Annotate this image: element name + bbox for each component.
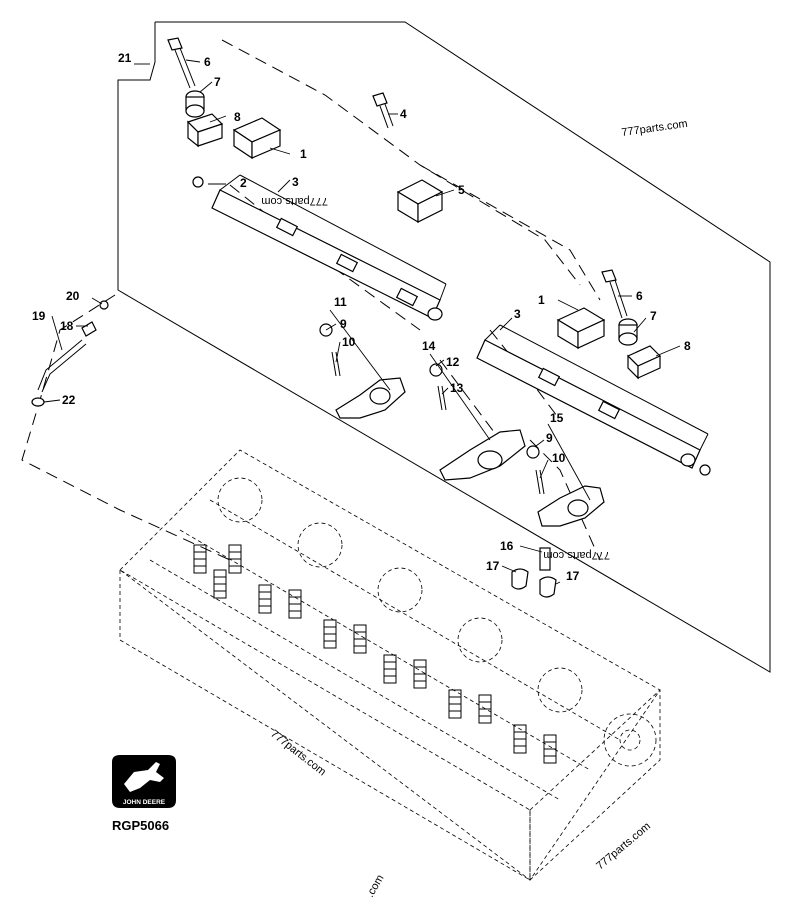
callout-9-lower: 9 [546,431,553,445]
callout-20: 20 [66,289,80,303]
callout-18: 18 [60,319,74,333]
callout-12: 12 [446,355,460,369]
rocker-arm-14 [429,363,526,481]
callout-3-lower: 3 [514,307,521,321]
callout-1-lower: 1 [538,293,545,307]
valve-springs [193,544,557,764]
callout-2: 2 [240,176,247,190]
watermark-5: 777parts.com [594,820,653,872]
oil-tube-assembly [31,300,109,407]
callout-16: 16 [500,539,514,553]
callout-21: 21 [118,51,132,65]
callout-7-upper: 7 [214,75,221,89]
deer-icon [124,762,164,792]
watermark-6: .com [364,873,386,900]
callout-5: 5 [458,183,465,197]
callout-6-lower: 6 [636,289,643,303]
watermark-1: 777parts.com [621,118,689,139]
watermark-3: 777parts.com [543,549,610,561]
push-rod-and-caps [511,547,557,598]
callout-22: 22 [62,393,76,407]
lower-right-hardware [556,269,662,380]
center-hardware [372,92,444,224]
john-deere-logo: JOHN DEERE [112,755,176,808]
callout-19: 19 [32,309,46,323]
callout-1-upper: 1 [300,147,307,161]
callout-8-upper: 8 [234,110,241,124]
callout-7-lower: 7 [650,309,657,323]
callout-11: 11 [334,295,347,309]
rocker-shaft-lower [476,324,711,476]
leader-lines [43,59,681,585]
callout-9-upper: 9 [340,317,347,331]
callout-10-upper: 10 [342,335,356,349]
logo-brand-text: JOHN DEERE [123,799,166,806]
callout-4: 4 [400,107,407,121]
explode-lines [21,39,601,561]
callout-8-lower: 8 [684,339,691,353]
callout-6-upper: 6 [204,55,211,69]
watermark-2: 777parts.com [261,195,328,207]
rocker-arm-15 [526,445,605,527]
upper-left-hardware [167,37,282,188]
callout-14: 14 [422,339,436,353]
callout-10-lower: 10 [552,451,566,465]
reference-code: RGP5066 [112,818,169,833]
watermark-4: 777parts.com [268,728,328,778]
rocker-shaft-upper [211,174,447,321]
callout-3-upper: 3 [292,175,299,189]
assembly-boundary [117,21,771,673]
callout-17-left: 17 [486,559,500,573]
callout-numbers: 21 6 7 8 1 2 3 4 5 6 7 8 1 3 11 9 10 14 … [32,51,691,583]
callout-15: 15 [550,411,564,425]
callout-17-right: 17 [566,569,580,583]
rocker-arm-11 [319,323,406,419]
callout-13: 13 [450,381,464,395]
watermarks: 777parts.com 777parts.com 777parts.com 7… [261,118,688,900]
cylinder-head-ghost [119,449,661,881]
